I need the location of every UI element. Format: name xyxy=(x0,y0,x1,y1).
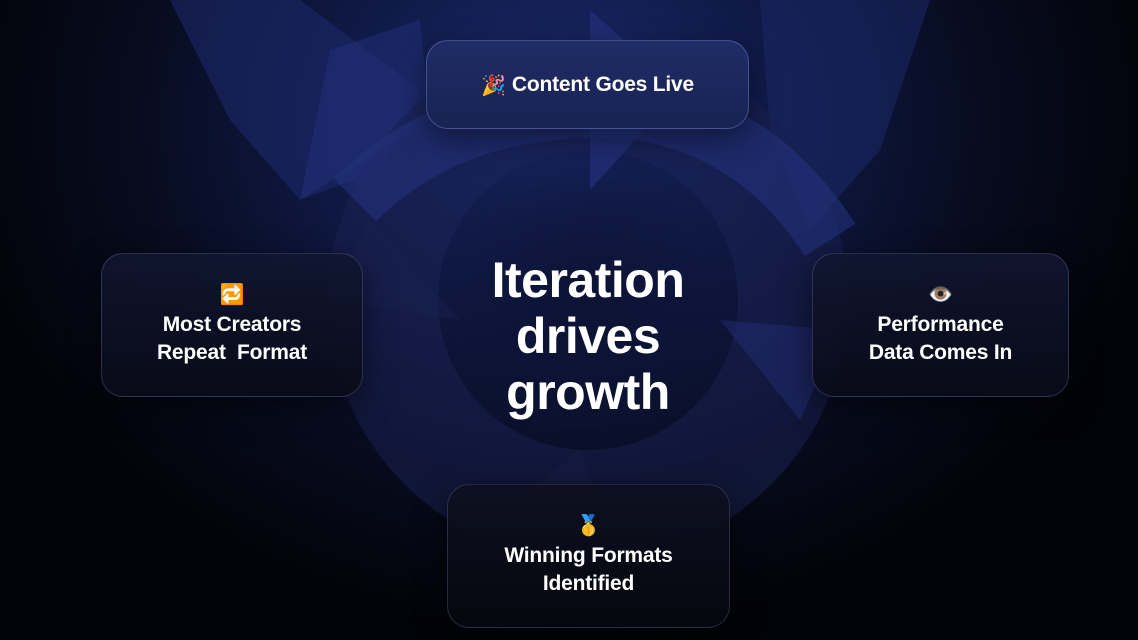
node-performance-data: 👁️ Performance Data Comes In xyxy=(812,253,1069,397)
eye-icon: 👁️ xyxy=(928,282,953,306)
node-repeat-format: 🔁 Most Creators Repeat Format xyxy=(101,253,363,397)
party-popper-icon: 🎉 xyxy=(480,72,506,97)
background-arrow-shape xyxy=(300,20,430,200)
node-label-line2: Data Comes In xyxy=(868,341,1013,364)
node-label: Content Goes Live xyxy=(511,72,695,96)
cycle-arrow-right xyxy=(720,320,840,420)
cycle-ring-inner xyxy=(438,150,738,450)
node-winning-formats: 🥇 Winning Formats Identified xyxy=(447,484,730,628)
repeat-icon: 🔁 xyxy=(219,282,245,306)
center-title: Iteration drives growth xyxy=(491,252,685,420)
gold-medal-icon: 🥇 xyxy=(576,513,601,537)
node-label-line1: Most Creators xyxy=(162,313,302,336)
node-label-line2: Identified xyxy=(542,572,635,595)
node-label-line1: Winning Formats xyxy=(504,544,673,567)
node-label-line2: Repeat Format xyxy=(156,341,308,364)
node-label-line1: Performance xyxy=(877,313,1004,336)
node-content-goes-live: 🎉 Content Goes Live xyxy=(426,40,749,129)
